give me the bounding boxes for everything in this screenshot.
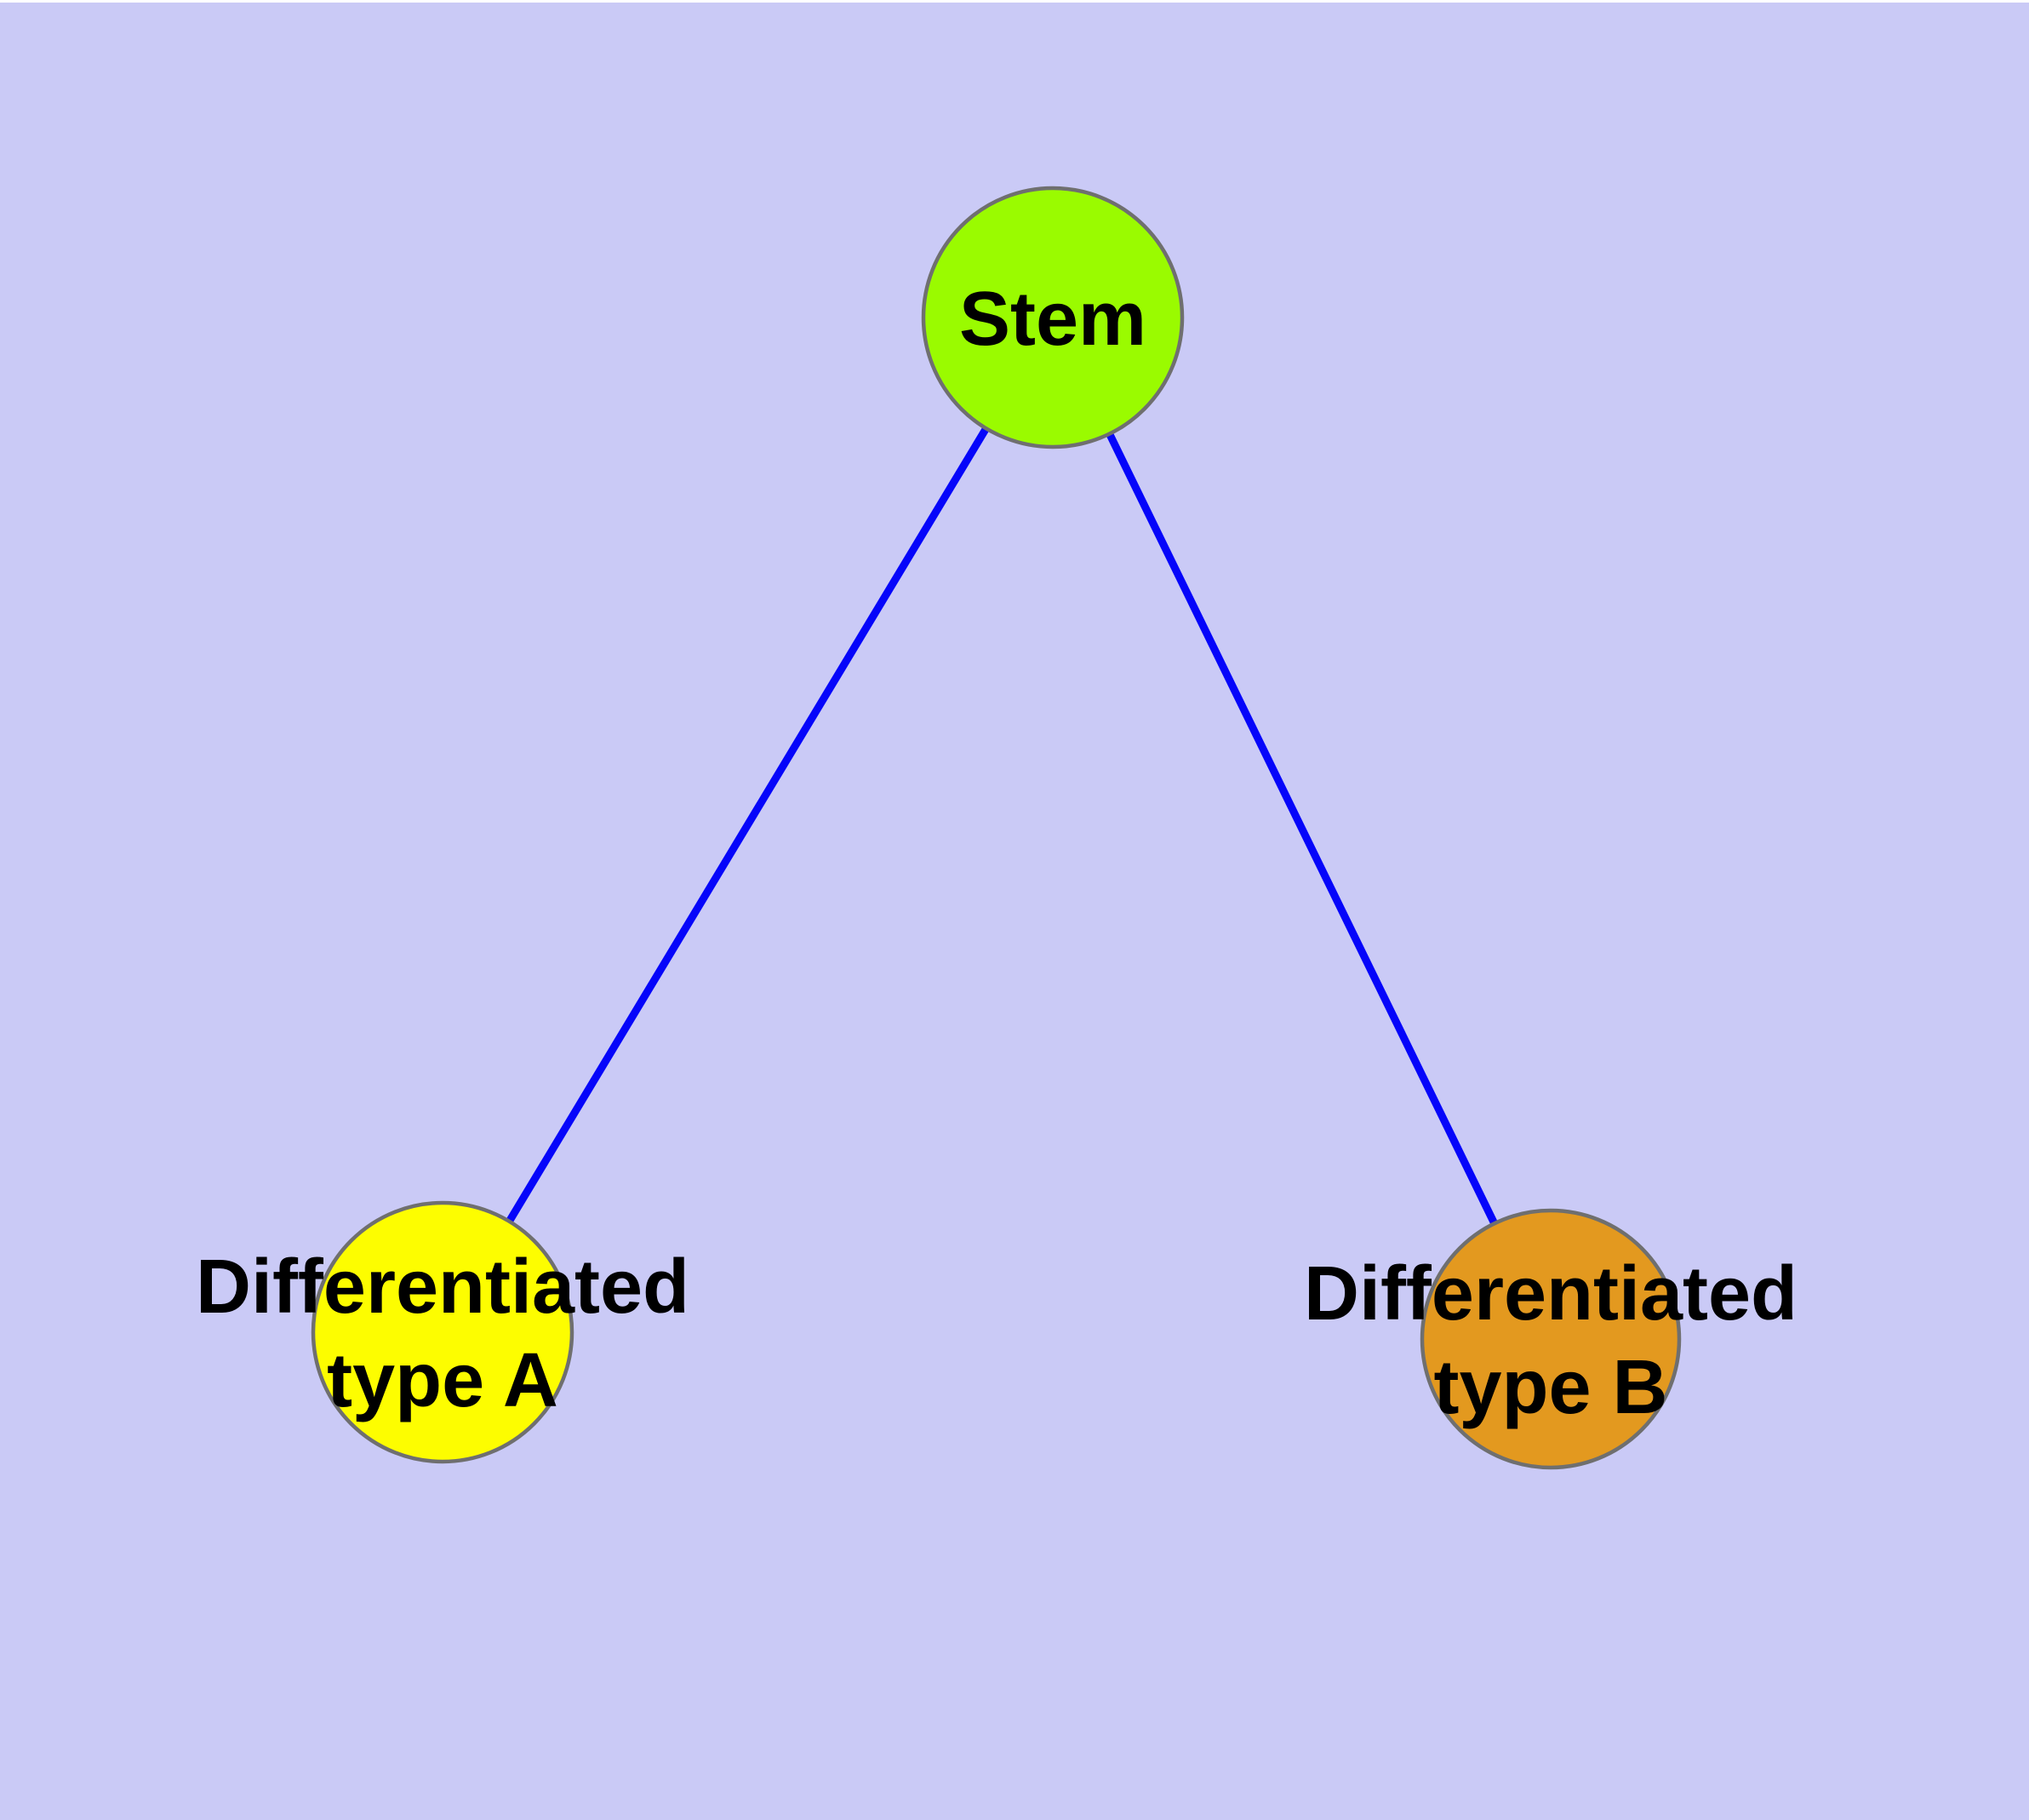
- edge-stem-to-diff-type-a: [439, 315, 1056, 1335]
- edges-layer: [439, 315, 1555, 1341]
- edge-stem-to-diff-type-b: [1049, 316, 1555, 1341]
- nodes-layer: [311, 186, 1682, 1470]
- canvas-top-margin: [0, 0, 2029, 3]
- node-diff-type-b[interactable]: [1420, 1208, 1682, 1470]
- node-stem[interactable]: [921, 186, 1185, 449]
- node-diff-type-a[interactable]: [311, 1200, 574, 1464]
